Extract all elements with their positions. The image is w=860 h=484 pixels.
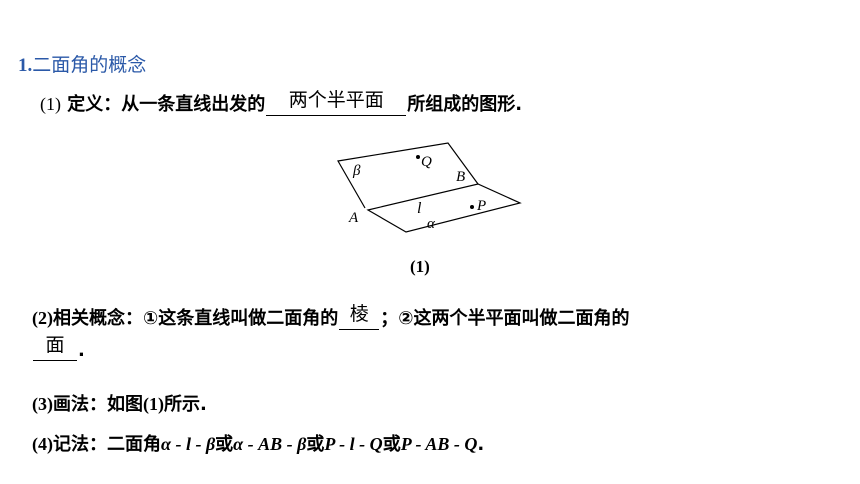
notation-expr1: α - l - β: [161, 434, 216, 454]
label-l: l: [417, 200, 422, 217]
label-a: A: [348, 210, 359, 226]
definition-answer: 两个半平面: [288, 89, 384, 111]
face-answer: 面: [45, 334, 65, 356]
plane-beta-outline: [337, 142, 479, 209]
related-concepts-line2: 面.: [32, 334, 85, 361]
definition-lead: 定义：从一条直线出发的: [67, 94, 266, 115]
drawing-tag: (3): [32, 394, 53, 414]
notation-tag: (4): [32, 434, 53, 454]
notation-line: (4)记法：二面角α - l - β或α - AB - β或P - l - Q或…: [32, 430, 484, 456]
definition-blank: 两个半平面: [266, 89, 407, 116]
related-text2: ；②这两个半平面叫做二面角的: [380, 308, 630, 329]
notation-expr4: P - AB - Q: [400, 434, 478, 454]
label-q: Q: [421, 154, 432, 170]
label-p: P: [476, 198, 486, 214]
drawing-line: (3)画法：如图(1)所示.: [32, 390, 207, 416]
drawing-end: 所示.: [164, 394, 207, 415]
drawing-ref: (1): [143, 394, 164, 414]
related-concepts-line1: (2)相关概念：①这条直线叫做二面角的棱 ；②这两个半平面叫做二面角的: [32, 303, 630, 330]
point-q-dot: [416, 155, 420, 159]
section-number: 1.: [18, 55, 33, 76]
edge-answer: 棱: [349, 303, 369, 325]
plane-alpha-outline: [366, 183, 522, 233]
edge-blank: 棱: [339, 303, 380, 330]
section-heading: 1.二面角的概念: [18, 50, 146, 77]
label-beta: β: [352, 163, 361, 179]
related-tag: (2): [32, 308, 53, 328]
dihedral-angle-figure: β Q B A l α P: [337, 142, 522, 233]
notation-text: 记法：二面角: [53, 434, 161, 455]
related-text1: 相关概念：①这条直线叫做二面角的: [53, 308, 339, 329]
definition-tail: 所组成的图形.: [407, 94, 523, 115]
definition-line: (1) 定义：从一条直线出发的 两个半平面 所组成的图形.: [40, 89, 523, 116]
notation-end: .: [477, 434, 485, 455]
notation-or1: 或: [215, 434, 234, 455]
label-alpha: α: [427, 216, 436, 232]
face-blank: 面: [33, 334, 77, 361]
label-b: B: [456, 169, 465, 185]
drawing-text: 画法：如图: [53, 394, 143, 415]
point-p-dot: [470, 205, 474, 209]
section-title: 二面角的概念: [32, 55, 147, 76]
related-end: .: [78, 340, 85, 361]
definition-tag: (1): [40, 94, 61, 114]
notation-or2: 或: [306, 434, 325, 455]
notation-or3: 或: [382, 434, 401, 455]
notation-expr3: P - l - Q: [324, 434, 383, 454]
notation-expr2: α - AB - β: [233, 434, 307, 454]
figure-caption: (1): [410, 257, 430, 276]
